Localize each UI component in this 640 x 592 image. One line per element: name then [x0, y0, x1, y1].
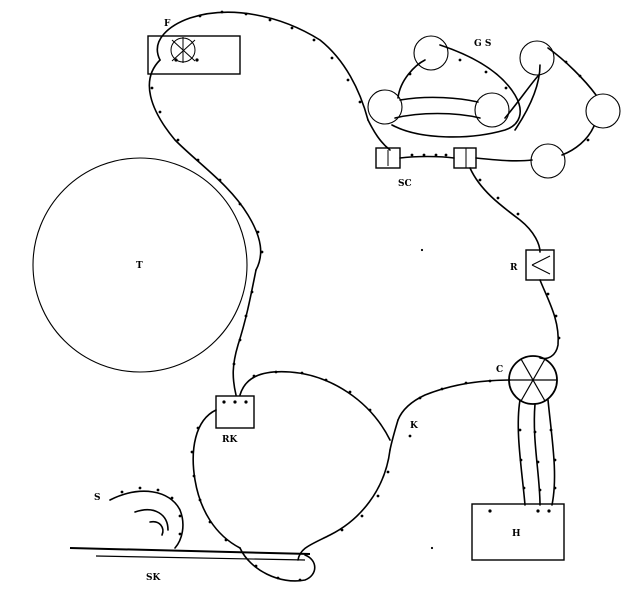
labels: F G S SC T R C K RK H S SK [94, 19, 521, 583]
label-s: S [94, 493, 101, 503]
unit-sk-bar [69, 547, 311, 561]
unit-sc [375, 147, 477, 169]
label-sc: SC [398, 179, 412, 189]
wheel-c [508, 355, 558, 405]
label-h: H [512, 529, 521, 539]
label-r: R [510, 263, 518, 273]
reel-t [32, 157, 248, 373]
label-rk: RK [222, 435, 238, 445]
unit-r [525, 249, 555, 281]
film-scallops [120, 10, 590, 582]
label-gs: G S [474, 39, 491, 49]
guide-sprockets-gs [367, 35, 621, 179]
label-f: F [164, 19, 171, 29]
unit-f [147, 35, 241, 75]
label-k: K [410, 421, 419, 431]
label-sk: SK [146, 573, 161, 583]
label-c: C [496, 365, 503, 375]
unit-rk [215, 395, 255, 429]
unit-h [471, 503, 565, 561]
film-path [109, 11, 597, 582]
label-t: T [136, 261, 143, 271]
